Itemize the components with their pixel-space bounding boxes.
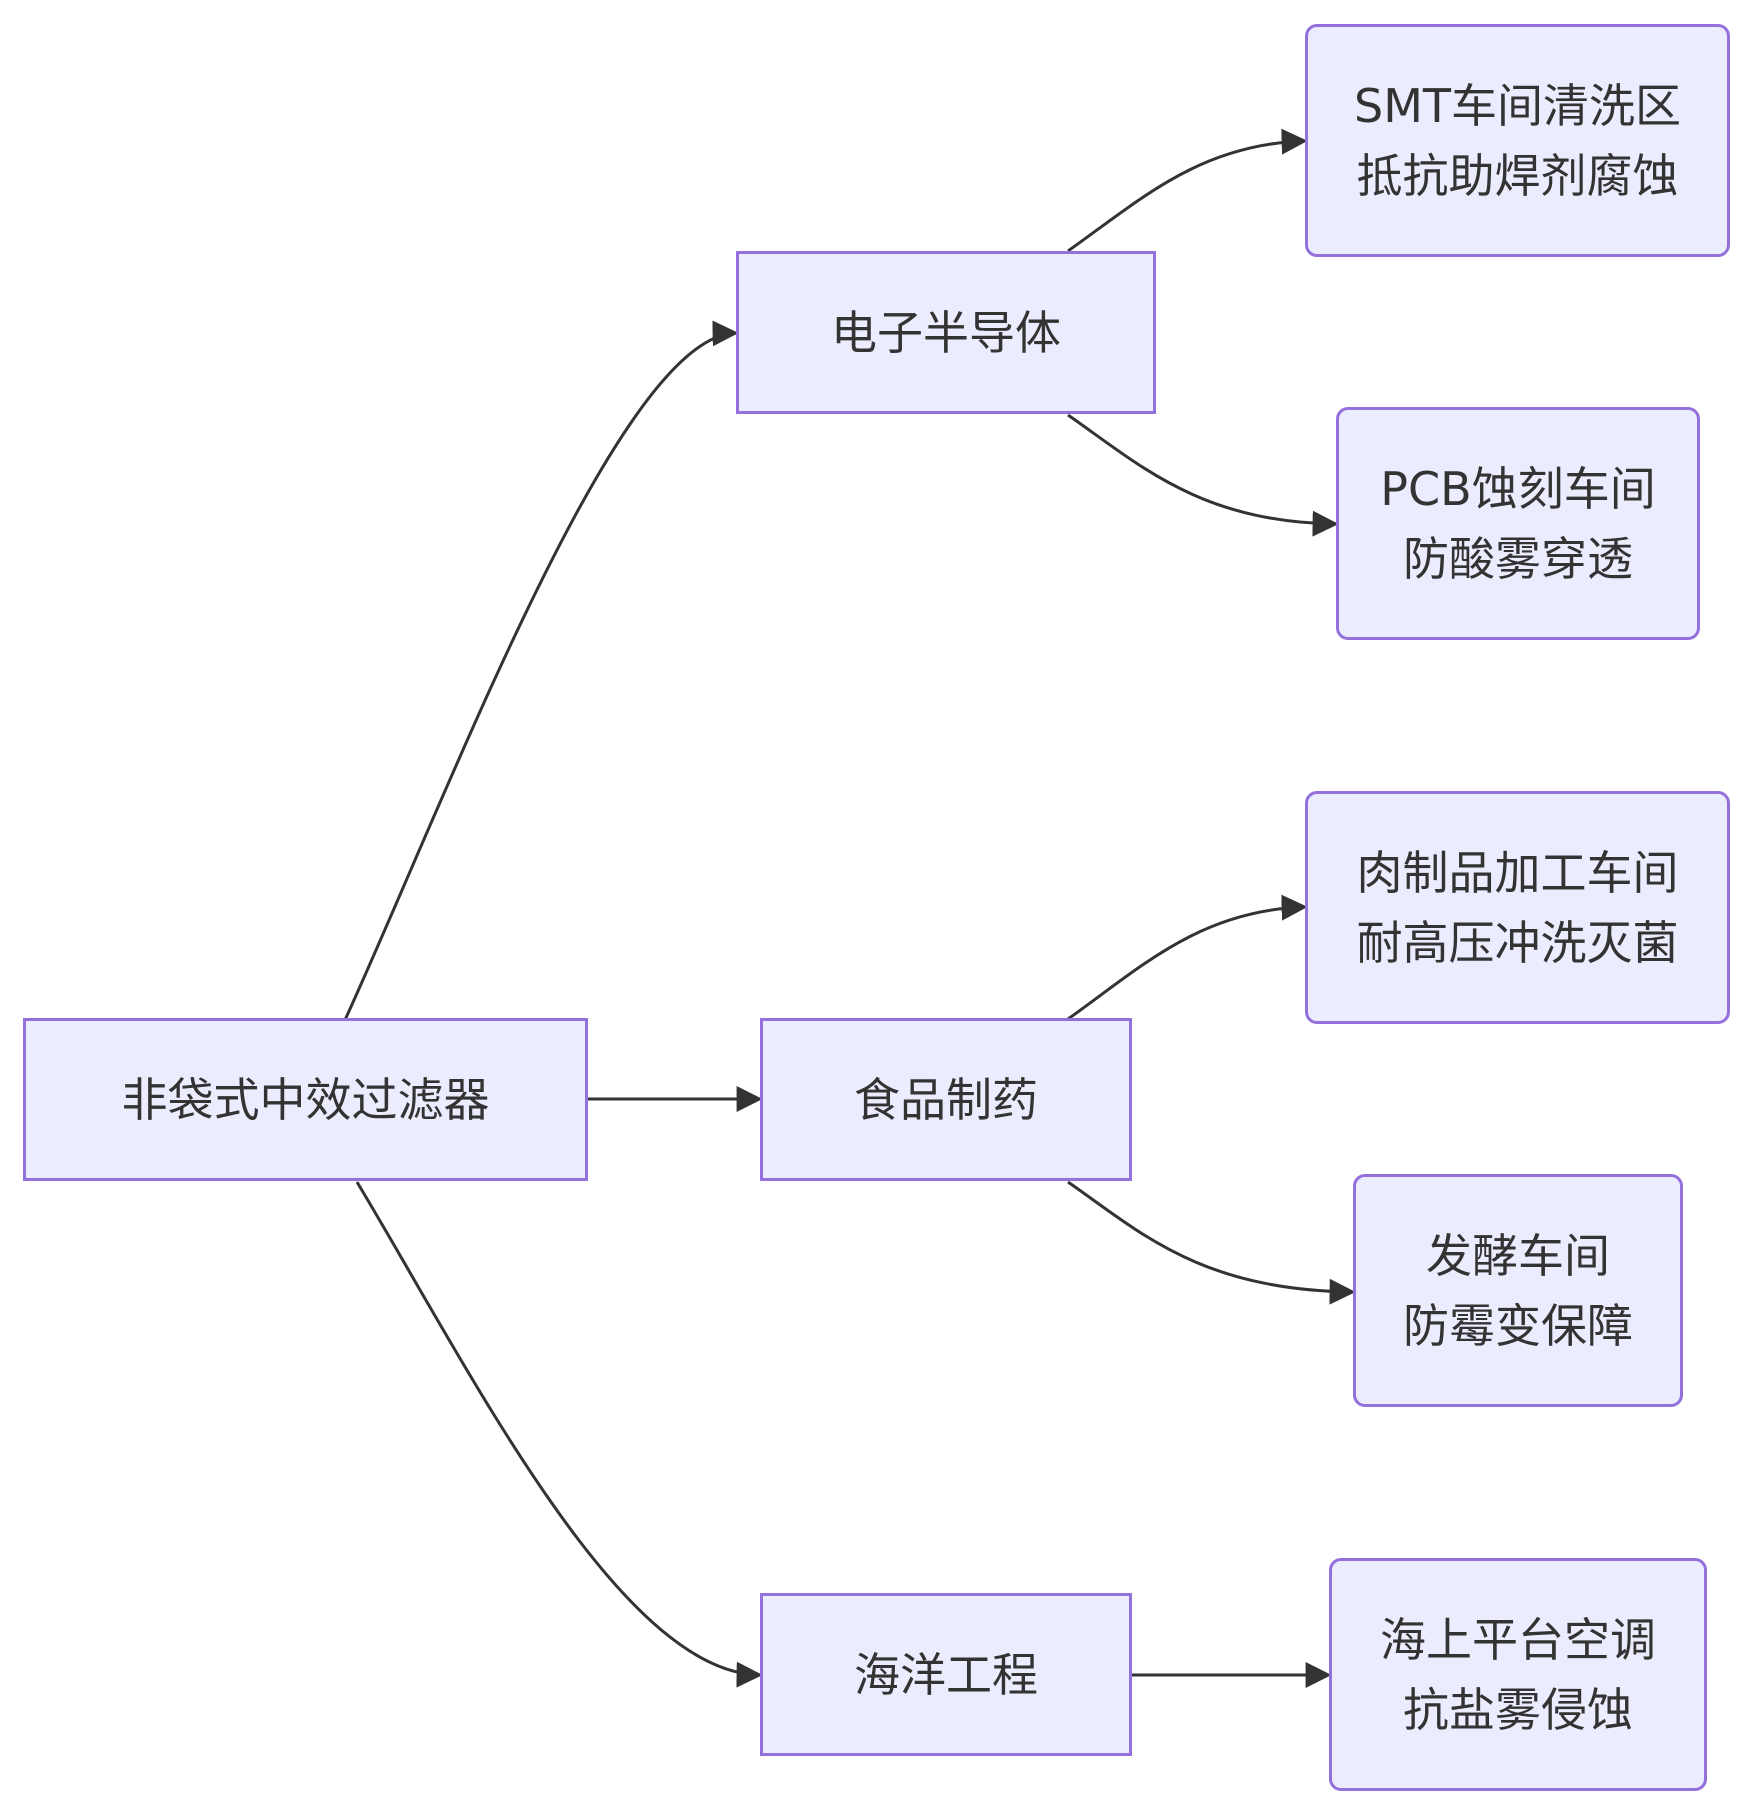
category-node-marine: 海洋工程 <box>760 1593 1132 1756</box>
application-fermentation-line2: 防霉变保障 <box>1403 1298 1633 1353</box>
application-node-pcb: PCB蚀刻车间 防酸雾穿透 <box>1336 407 1700 640</box>
application-fermentation-line1: 发酵车间 <box>1426 1228 1610 1283</box>
application-node-offshore: 海上平台空调 抗盐雾侵蚀 <box>1329 1558 1707 1791</box>
application-smt-line2: 抵抗助焊剂腐蚀 <box>1356 148 1679 203</box>
category-node-food-pharma: 食品制药 <box>760 1018 1132 1181</box>
application-meat-line1: 肉制品加工车间 <box>1356 845 1679 900</box>
root-node: 非袋式中效过滤器 <box>23 1018 588 1181</box>
edge-root-to-electronics <box>343 320 739 1021</box>
edge-food-to-fermentation <box>1067 1180 1356 1305</box>
category-node-electronics: 电子半导体 <box>736 251 1156 414</box>
root-node-label: 非袋式中效过滤器 <box>121 1072 490 1127</box>
application-pcb-line2: 防酸雾穿透 <box>1403 531 1633 586</box>
application-meat-line2: 耐高压冲洗灭菌 <box>1356 915 1679 970</box>
edge-food-to-meat <box>1067 894 1308 1021</box>
edge-root-to-marine <box>355 1181 763 1688</box>
application-node-smt: SMT车间清洗区 抵抗助焊剂腐蚀 <box>1305 24 1730 257</box>
application-offshore-line2: 抗盐雾侵蚀 <box>1403 1682 1633 1737</box>
application-smt-line1: SMT车间清洗区 <box>1354 78 1681 133</box>
application-offshore-line1: 海上平台空调 <box>1380 1612 1656 1667</box>
application-pcb-line1: PCB蚀刻车间 <box>1380 461 1656 516</box>
category-label-electronics: 电子半导体 <box>831 305 1061 360</box>
application-node-meat: 肉制品加工车间 耐高压冲洗灭菌 <box>1305 791 1730 1024</box>
category-label-marine: 海洋工程 <box>854 1647 1038 1702</box>
application-node-fermentation: 发酵车间 防霉变保障 <box>1353 1174 1683 1407</box>
category-label-food-pharma: 食品制药 <box>854 1072 1038 1127</box>
edge-electronics-to-pcb <box>1067 413 1339 537</box>
edge-electronics-to-smt <box>1067 128 1308 253</box>
